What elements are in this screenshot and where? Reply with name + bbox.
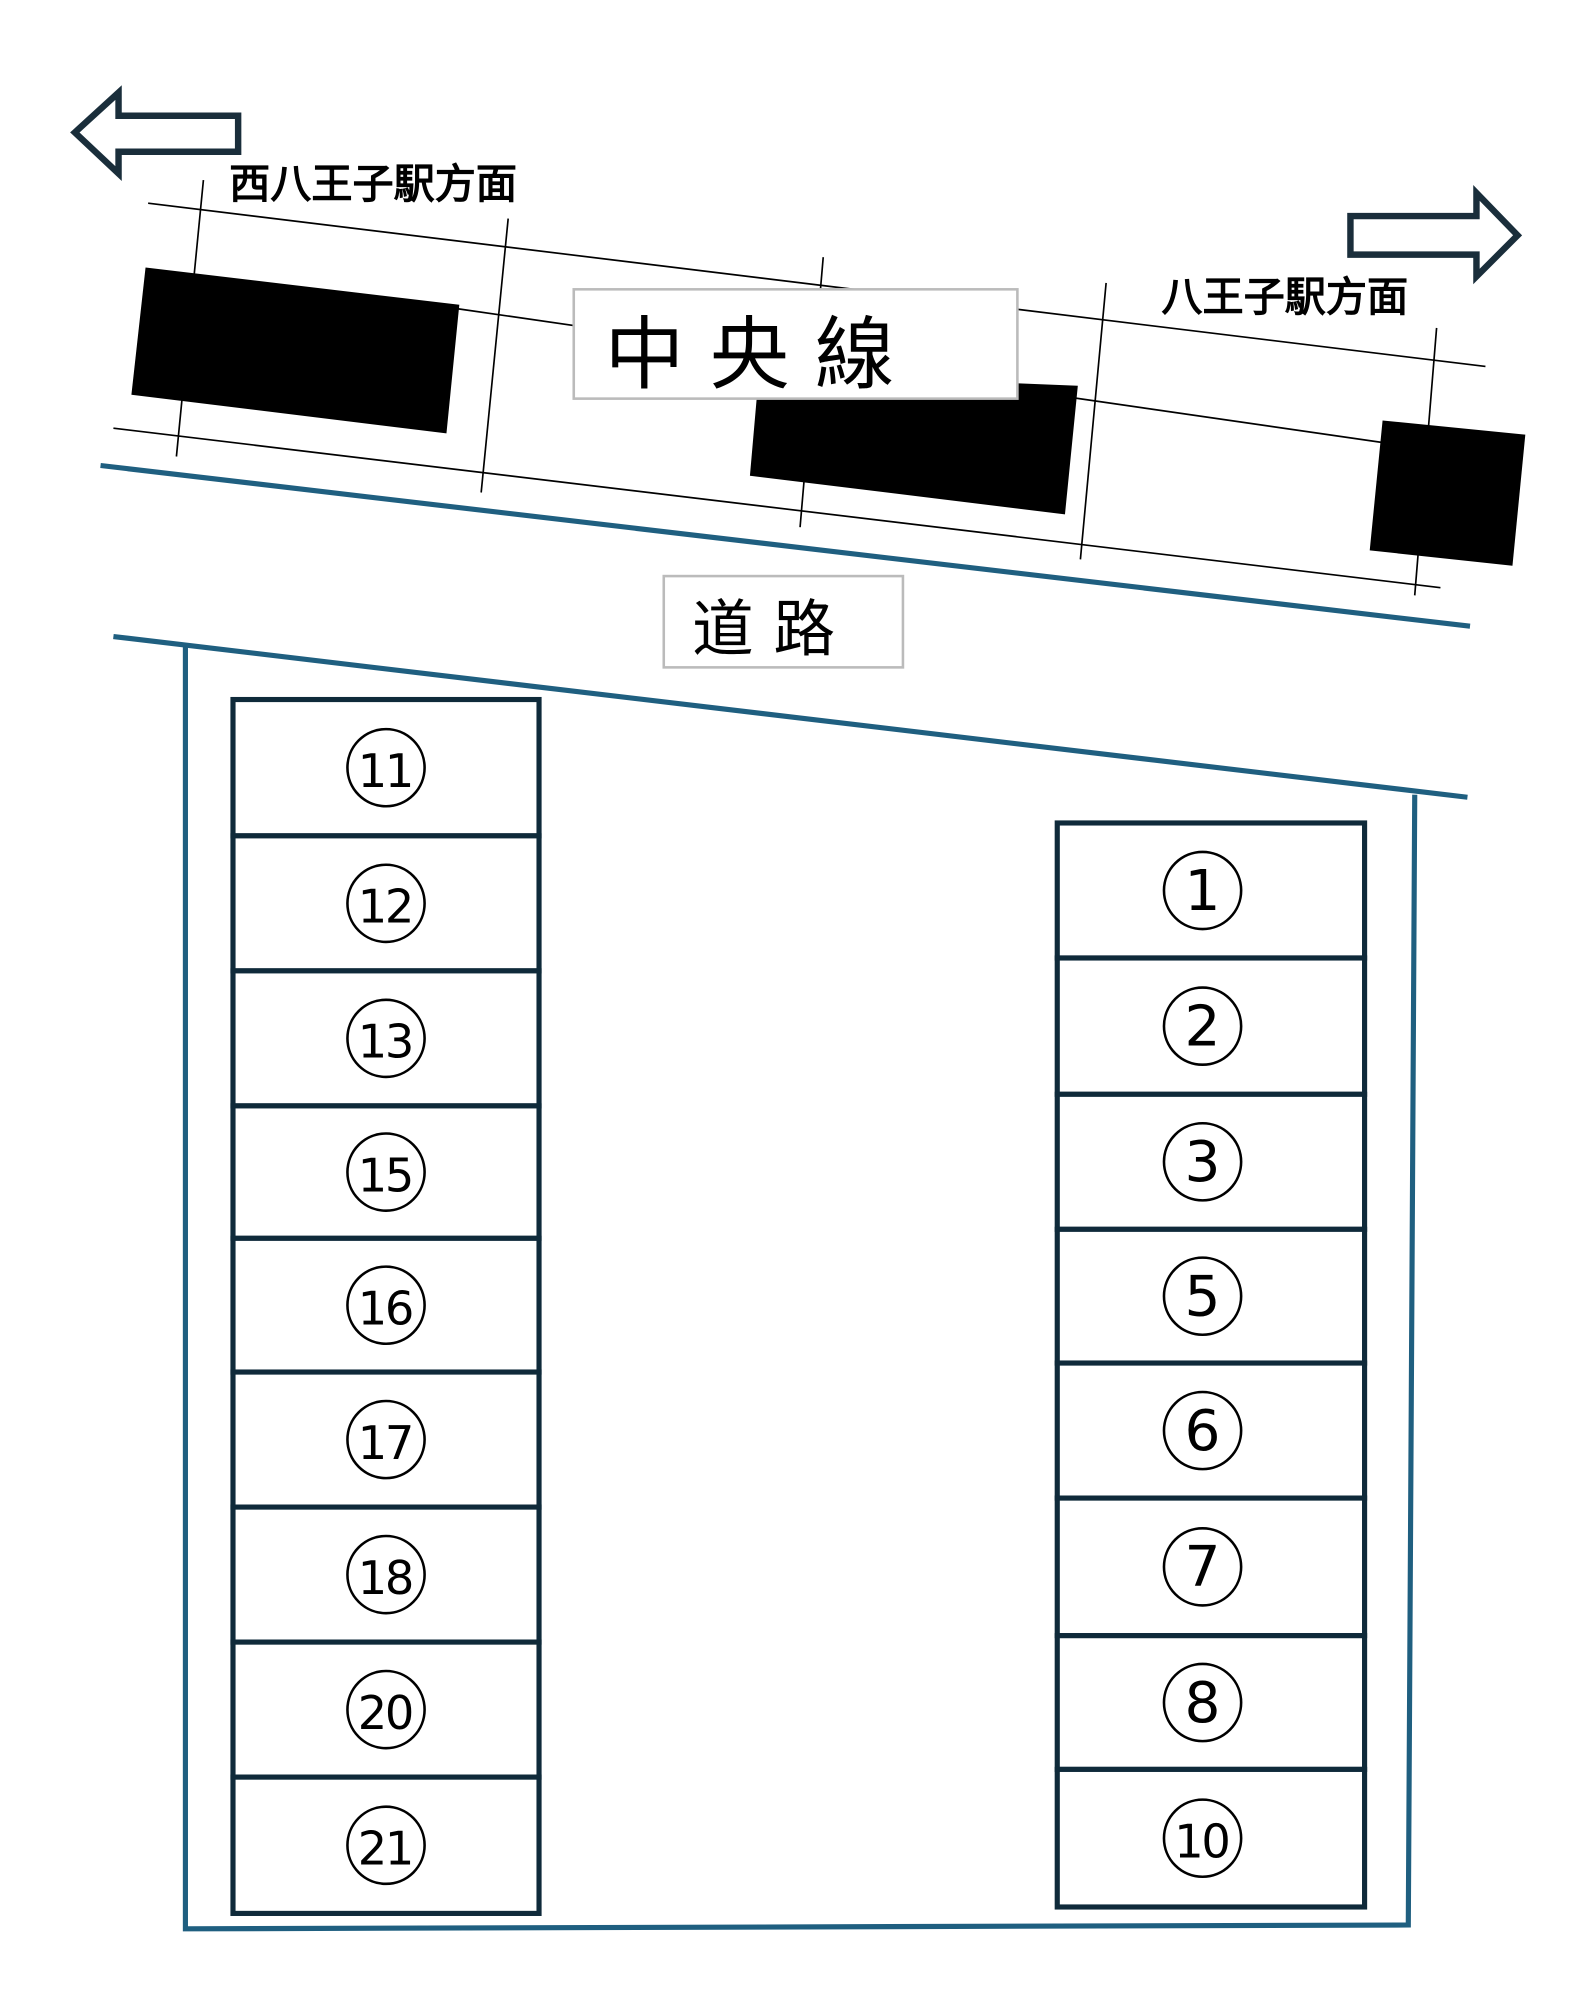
stall-outline <box>230 968 542 1109</box>
stall-number-circle <box>346 1132 426 1212</box>
stall-number-circle <box>1162 1390 1243 1471</box>
stall-number-circle <box>346 1805 426 1886</box>
parking-stall-12[interactable]: 12 <box>230 833 542 974</box>
stall-outline <box>230 1504 542 1645</box>
stall-number: 16 <box>358 1281 415 1335</box>
railway-label-box <box>572 288 1019 400</box>
parking-stall-8[interactable]: 8 <box>1054 1633 1368 1772</box>
stall-number: 17 <box>358 1416 415 1470</box>
parking-stall-3[interactable]: 3 <box>1054 1091 1368 1232</box>
stall-number: 13 <box>358 1015 415 1069</box>
stall-outline <box>1054 955 1368 1097</box>
parking-stall-16[interactable]: 16 <box>230 1235 542 1375</box>
west-direction-label: 西八王子駅方面 <box>229 160 517 208</box>
road-label-box <box>662 574 905 669</box>
stall-number: 12 <box>358 880 415 934</box>
parking-stall-1[interactable]: 1 <box>1054 820 1368 961</box>
stall-number: 20 <box>358 1686 415 1740</box>
stall-number: 7 <box>1185 1534 1221 1600</box>
stall-outline <box>1054 1766 1368 1910</box>
parking-stall-10[interactable]: 10 <box>1054 1766 1368 1910</box>
stall-number-circle <box>1162 1798 1243 1879</box>
parking-stall-15[interactable]: 15 <box>230 1103 542 1241</box>
road-edge-north <box>100 462 1471 629</box>
stall-number: 18 <box>358 1551 415 1605</box>
arrow-left-icon <box>70 85 242 182</box>
stall-number: 15 <box>358 1148 415 1202</box>
train-car <box>749 372 1078 515</box>
parking-stall-20[interactable]: 20 <box>230 1639 542 1780</box>
stall-outline <box>230 1774 542 1916</box>
parking-stall-2[interactable]: 2 <box>1054 955 1368 1097</box>
road-label: 道 路 <box>692 594 835 666</box>
left-stall-column: 11 12 13 15 16 17 18 20 21 <box>230 696 542 1916</box>
east-direction-label: 八王子駅方面 <box>1161 273 1408 321</box>
stall-number-circle <box>346 1669 426 1750</box>
stall-number: 8 <box>1185 1670 1221 1736</box>
stall-number-circle <box>346 1534 426 1615</box>
stall-number: 2 <box>1185 993 1221 1059</box>
parking-stall-5[interactable]: 5 <box>1054 1226 1368 1366</box>
arrow-right-icon <box>1347 184 1523 285</box>
parking-stall-7[interactable]: 7 <box>1054 1495 1368 1639</box>
stall-outline <box>230 696 542 839</box>
stall-number-circle <box>1162 986 1243 1067</box>
parking-stall-6[interactable]: 6 <box>1054 1360 1368 1501</box>
parking-stall-21[interactable]: 21 <box>230 1774 542 1916</box>
stall-outline <box>1054 820 1368 961</box>
right-stall-column: 1 2 3 5 6 7 8 10 <box>1054 820 1368 1910</box>
stall-outline <box>230 1235 542 1375</box>
stall-outline <box>230 1369 542 1510</box>
stall-number: 5 <box>1185 1263 1221 1329</box>
stall-number: 10 <box>1174 1814 1231 1868</box>
stall-outline <box>1054 1226 1368 1366</box>
parking-stall-13[interactable]: 13 <box>230 968 542 1109</box>
stall-number-circle <box>1162 1121 1243 1202</box>
stall-number-circle <box>346 1265 426 1346</box>
stall-outline <box>1054 1495 1368 1639</box>
parking-stall-11[interactable]: 11 <box>230 696 542 839</box>
stall-outline <box>1054 1091 1368 1232</box>
stall-number-circle <box>346 727 426 808</box>
stall-outline <box>1054 1633 1368 1772</box>
stall-number: 6 <box>1185 1398 1221 1464</box>
stall-number-circle <box>1162 1662 1243 1743</box>
stall-number: 11 <box>358 744 415 798</box>
train-car <box>131 267 460 434</box>
stall-outline <box>230 833 542 974</box>
stall-number-circle <box>1162 850 1243 931</box>
stall-number-circle <box>346 863 426 944</box>
lot-boundary <box>182 646 1418 1932</box>
stall-outline <box>230 1103 542 1241</box>
railway-label: 中 央 線 <box>605 308 895 401</box>
stall-number-circle <box>1162 1527 1243 1607</box>
stall-number: 3 <box>1185 1129 1221 1195</box>
road-edge-south <box>113 633 1468 800</box>
stall-number: 21 <box>358 1822 415 1876</box>
stall-outline <box>230 1639 542 1780</box>
stall-number-circle <box>1162 1256 1243 1337</box>
stall-number-circle <box>346 998 426 1079</box>
stall-outline <box>1054 1360 1368 1501</box>
train-car <box>1369 420 1526 566</box>
stall-number-circle <box>346 1399 426 1480</box>
parking-stall-18[interactable]: 18 <box>230 1504 542 1645</box>
stall-number: 1 <box>1185 858 1221 924</box>
parking-stall-17[interactable]: 17 <box>230 1369 542 1510</box>
